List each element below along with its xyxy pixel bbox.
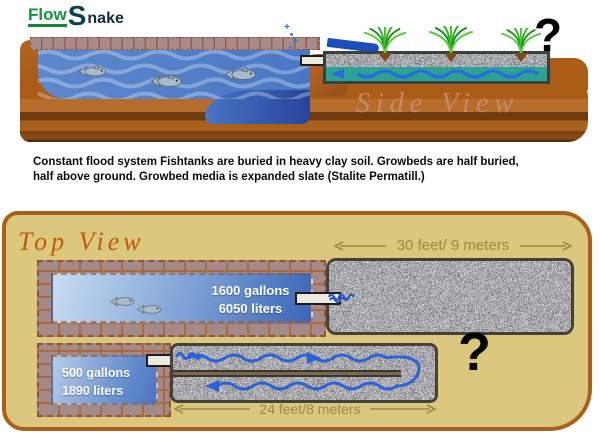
growbed-24ft bbox=[170, 343, 438, 403]
side-view-title: Side View bbox=[356, 88, 520, 119]
logo-nake-text: nake bbox=[87, 10, 124, 27]
fish-icon bbox=[150, 73, 182, 89]
fish-icon bbox=[224, 66, 256, 82]
flow-arrow-left bbox=[331, 69, 539, 79]
plant-root-pocket bbox=[514, 53, 528, 62]
air-bubble bbox=[289, 46, 292, 49]
air-bubble bbox=[292, 52, 296, 56]
arrow-left-icon bbox=[174, 404, 250, 414]
grass-plant-icon bbox=[363, 27, 407, 54]
arrow-right-icon bbox=[369, 404, 436, 414]
small-tank-liters: 1890 liters bbox=[62, 384, 124, 399]
fish-icon bbox=[110, 296, 135, 307]
growbed-side-view bbox=[323, 51, 550, 84]
question-mark: ? bbox=[534, 9, 563, 61]
arrow-right-icon bbox=[520, 240, 572, 251]
dimension-24ft-label: 24 feet/8 meters bbox=[259, 401, 361, 417]
fishtank-deep-end bbox=[205, 90, 310, 124]
growbed-water-layer bbox=[326, 67, 547, 81]
top-view-title: Top View bbox=[18, 227, 145, 256]
air-bubble bbox=[293, 39, 297, 43]
dimension-30ft-label: 30 feet/ 9 meters bbox=[396, 237, 510, 254]
arrow-left-icon bbox=[334, 240, 386, 251]
caption-text: Constant flood system Fishtanks are buri… bbox=[33, 155, 593, 185]
fish-icon bbox=[137, 304, 162, 315]
question-mark: ? bbox=[458, 322, 491, 382]
plant-root-pocket bbox=[444, 53, 458, 62]
bubble-sparkle-icon: + bbox=[284, 22, 290, 33]
fish-icon bbox=[78, 64, 106, 78]
large-tank-gallons: 1600 gallons bbox=[211, 283, 290, 298]
small-fishtank-water: 500 gallons 1890 liters bbox=[51, 355, 158, 405]
tank-brick-rim bbox=[30, 37, 320, 50]
logo-s-text: S bbox=[67, 0, 87, 31]
large-tank-label: 1600 gallons 6050 liters bbox=[193, 282, 308, 318]
small-tank-label: 500 gallons 1890 liters bbox=[62, 364, 130, 400]
growbed-30ft bbox=[326, 258, 574, 335]
air-bubble bbox=[290, 33, 293, 36]
logo-flow-text: Flow bbox=[28, 6, 67, 27]
dimension-30ft: 30 feet/ 9 meters bbox=[334, 237, 572, 254]
dimension-24ft: 24 feet/8 meters bbox=[174, 401, 436, 417]
water-splash bbox=[328, 293, 355, 303]
u-flow-arrow bbox=[175, 352, 421, 392]
caption-line-1: Constant flood system Fishtanks are buri… bbox=[33, 156, 519, 168]
caption-line-2: half above ground. Growbed media is expa… bbox=[33, 170, 425, 183]
plant-root-pocket bbox=[378, 53, 392, 62]
small-tank-gallons: 500 gallons bbox=[62, 366, 131, 380]
large-tank-liters: 6050 liters bbox=[218, 301, 283, 317]
channel-divider bbox=[173, 370, 401, 377]
grass-plant-icon bbox=[500, 28, 542, 54]
top-view-panel: Top View 30 feet/ 9 meters bbox=[2, 211, 592, 431]
large-fishtank-water: 1600 gallons 6050 liters bbox=[51, 273, 313, 323]
grass-plant-icon bbox=[429, 26, 473, 54]
